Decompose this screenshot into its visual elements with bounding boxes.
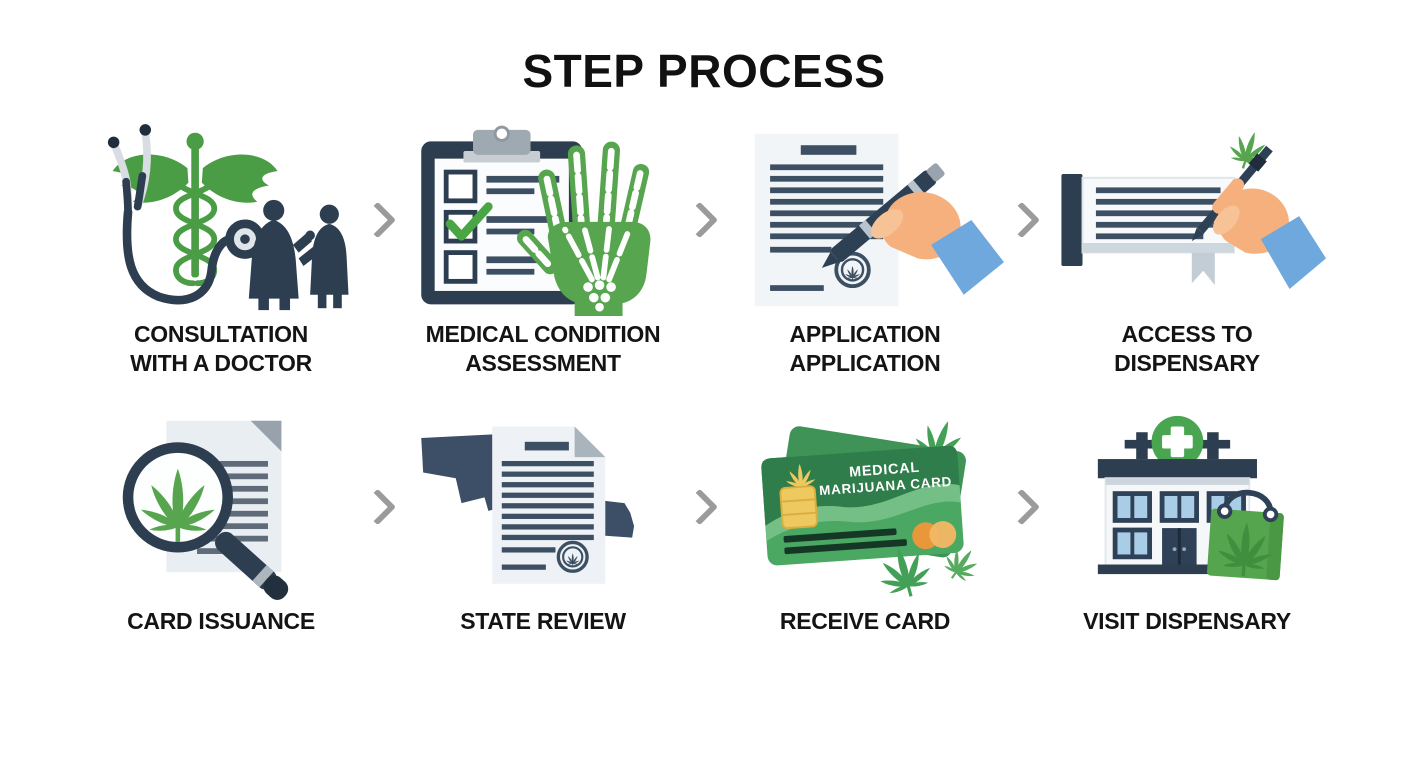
- steps-row-2: CARD ISSUANCE: [0, 411, 1408, 636]
- step-cell: ACCESS TO DISPENSARY: [1041, 124, 1333, 377]
- skeletal-hand-icon: [516, 141, 651, 316]
- writing-hand-icon: [870, 192, 1004, 295]
- step-cell: VISIT DISPENSARY: [1041, 411, 1333, 636]
- seal-icon: [556, 540, 589, 573]
- application-signing-icon: [754, 133, 1004, 307]
- receive-card-icon: MEDICAL MARIJUANA CARD: [761, 412, 987, 604]
- card-issuance-icon: [122, 420, 289, 600]
- dispensary-access-icon: [1061, 125, 1326, 290]
- step-label: CARD ISSUANCE: [127, 608, 315, 635]
- caduceus-icon: [112, 132, 278, 287]
- step-label: ACCESS TO DISPENSARY: [1114, 321, 1260, 376]
- sleeve: [931, 220, 1004, 295]
- holding-hand-icon: [1212, 178, 1326, 290]
- page-title: STEP PROCESS: [522, 45, 886, 97]
- step-cell: CONSULTATION WITH A DOCTOR: [75, 124, 367, 377]
- card-chip: [779, 485, 818, 530]
- steps-row-1: CONSULTATION WITH A DOCTOR: [0, 124, 1408, 377]
- seal-icon: [834, 251, 871, 289]
- step-label: CONSULTATION WITH A DOCTOR: [130, 321, 312, 376]
- visit-dispensary-icon: [1097, 415, 1284, 581]
- roof: [1097, 459, 1257, 479]
- step-label: MEDICAL CONDITION ASSESSMENT: [425, 321, 661, 376]
- step-cell: CARD ISSUANCE: [75, 411, 367, 636]
- state-review-icon: [421, 426, 635, 584]
- marijuana-card-icon: MEDICAL MARIJUANA CARD: [761, 445, 964, 566]
- steps-grid: CONSULTATION WITH A DOCTOR: [0, 124, 1408, 636]
- magnifier-icon: [122, 442, 289, 600]
- sleeve: [1260, 216, 1326, 290]
- step-label: STATE REVIEW: [460, 608, 626, 635]
- step-label: VISIT DISPENSARY: [1083, 608, 1291, 635]
- ribbon: [1191, 252, 1215, 286]
- card-title-line1: MEDICAL: [849, 460, 921, 481]
- step-cell: MEDICAL CONDITION ASSESSMENT: [397, 124, 689, 377]
- doctor-consultation-icon: [107, 124, 349, 311]
- base: [1097, 564, 1257, 575]
- people-talking-icon: [248, 199, 349, 311]
- stethoscope-icon: [107, 124, 265, 305]
- step-label: APPLICATION APPLICATION: [789, 321, 941, 376]
- shopping-bag-icon: [1206, 489, 1284, 581]
- medical-assessment-icon: [421, 125, 651, 316]
- review-document-icon: [492, 426, 606, 584]
- step-label: RECEIVE CARD: [779, 608, 951, 635]
- step-cell: APPLICATION APPLICATION: [719, 124, 1011, 377]
- step-cell: STATE REVIEW: [397, 411, 689, 636]
- step-cell: MEDICAL MARIJUANA CARD RECEIVE CARD: [719, 411, 1011, 636]
- registry-card-icon: [1061, 173, 1235, 286]
